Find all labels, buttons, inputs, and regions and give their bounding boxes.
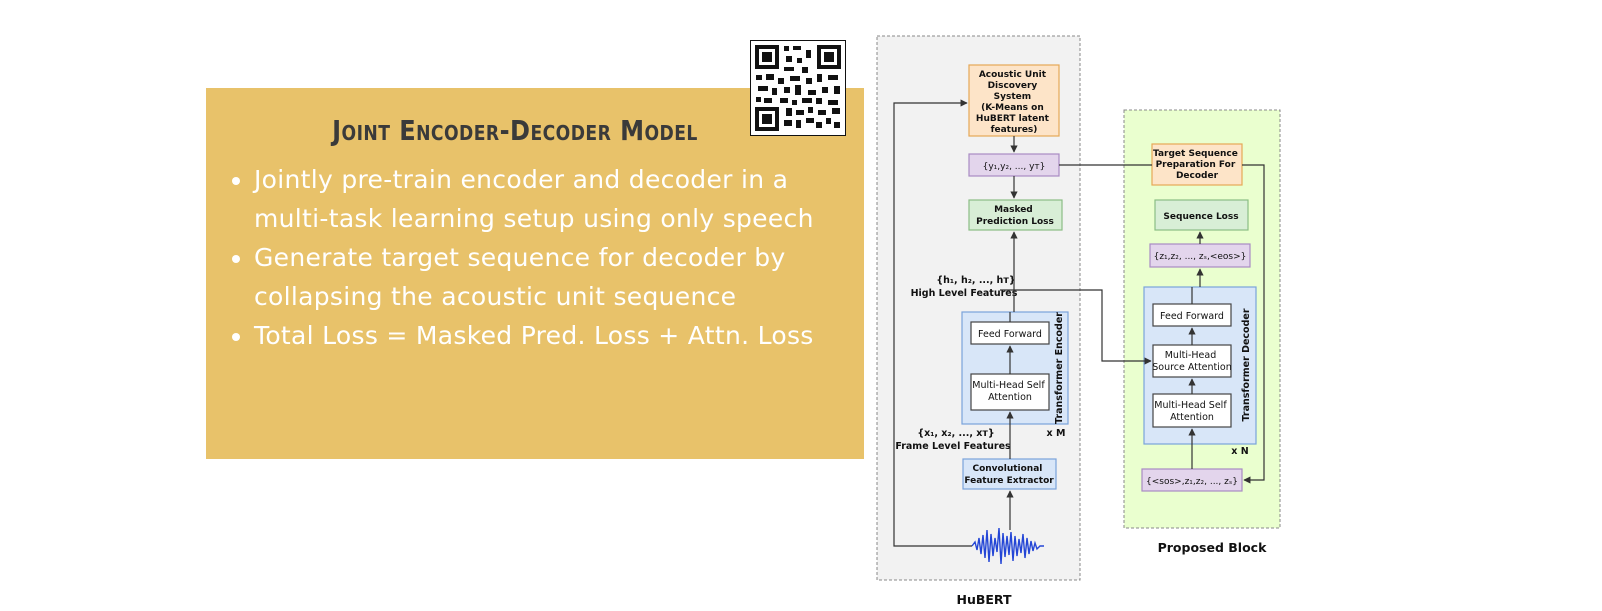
transformer-decoder-label: Transformer Decoder [1241, 308, 1252, 421]
mhsa-encoder-line: Multi-Head Self [972, 380, 1045, 391]
svg-text:Multi-Head Source Attentio: Multi-Head Source Attention [1152, 350, 1232, 373]
acoustic-unit-line: Acoustic Unit [979, 70, 1047, 80]
h-sequence-text: {h₁, h₂, ..., hᴛ} [936, 275, 1015, 286]
transformer-encoder-label: Transformer Encoder [1054, 312, 1065, 424]
frame-level-features-label: Frame Level Features [895, 441, 1011, 452]
x-n-label: x N [1231, 446, 1248, 457]
masked-loss-box [968, 199, 1063, 231]
source-attention-box [1152, 344, 1232, 378]
svg-text:Convolutional Feature Extr: Convolutional Feature Extractor [964, 464, 1054, 486]
mhsa-decoder-box [1152, 393, 1232, 428]
conv-extractor-line: Feature Extractor [964, 476, 1054, 486]
z-input-text: {<sos>,z₁,z₂, ..., zₛ} [1146, 477, 1238, 487]
mhsa-encoder-box [970, 373, 1050, 411]
acoustic-unit-line: System [994, 92, 1032, 102]
svg-text:Masked Prediction Loss: Masked Prediction Loss [976, 205, 1054, 227]
target-prep-line: Decoder [1176, 171, 1219, 181]
diagram-connectors [893, 99, 1265, 547]
target-prep-line: Target Sequence [1153, 149, 1238, 159]
feed-forward-encoder-text: Feed Forward [978, 329, 1042, 340]
mhsa-decoder-line: Attention [1170, 412, 1214, 423]
mhsa-decoder-line: Multi-Head Self [1154, 400, 1227, 411]
card-title: Joint Encoder-Decoder Model [332, 114, 698, 147]
waveform-to-acoustic-unit-arrow [893, 99, 972, 547]
acoustic-unit-line: Discovery [988, 81, 1038, 91]
y-sequence-text: {y₁,y₂, ..., yᴛ} [983, 162, 1046, 172]
h-features-to-source-attention-arrow [1000, 289, 1152, 365]
conv-extractor-box [962, 458, 1057, 490]
masked-loss-line: Prediction Loss [976, 217, 1054, 227]
conv-extractor-line: Convolutional [972, 464, 1042, 474]
acoustic-unit-line: HuBERT latent [976, 114, 1050, 124]
acoustic-unit-line: (K-Means on [981, 103, 1044, 113]
proposed-label: Proposed Block [1158, 540, 1267, 555]
sequence-loss-box [1154, 199, 1249, 231]
hubert-label: HuBERT [956, 592, 1011, 607]
qr-code-icon [750, 40, 846, 136]
svg-text:Multi-Head Self Attention: Multi-Head Self Attention [1154, 400, 1229, 423]
mhsa-encoder-line: Attention [988, 392, 1032, 403]
summary-card: Joint Encoder-Decoder Model Jointly pre-… [206, 88, 864, 459]
source-attention-line: Multi-Head [1165, 350, 1217, 361]
bullet-item: Total Loss = Masked Pred. Loss + Attn. L… [254, 316, 864, 355]
svg-text:Acoustic Unit Discovery: Acoustic Unit Discovery System (K-Means … [976, 70, 1052, 135]
sequence-loss-text: Sequence Loss [1163, 212, 1238, 222]
high-level-features-label: High Level Features [911, 288, 1018, 299]
feed-forward-decoder-text: Feed Forward [1160, 311, 1224, 322]
source-attention-line: Source Attention [1152, 362, 1232, 373]
x-sequence-text: {x₁, x₂, ..., xᴛ} [917, 428, 994, 439]
target-prep-to-decoder-input-arrow [1242, 164, 1265, 484]
bullet-item: Generate target sequence for decoder by … [254, 238, 864, 316]
z-output-text: {z₁,z₂, ..., zₛ,<eos>} [1154, 252, 1247, 262]
target-prep-box [1151, 143, 1243, 186]
x-m-label: x M [1047, 428, 1066, 439]
svg-text:Target Sequence Preparatio: Target Sequence Preparation For Decoder [1153, 149, 1241, 181]
svg-text:Multi-Head Self Attention: Multi-Head Self Attention [972, 380, 1047, 403]
masked-loss-line: Masked [994, 205, 1033, 215]
acoustic-unit-line: features) [991, 125, 1038, 135]
bullet-list: Jointly pre-train encoder and decoder in… [230, 160, 864, 355]
audio-waveform-icon [971, 527, 1044, 565]
bullet-item: Jointly pre-train encoder and decoder in… [254, 160, 864, 238]
target-prep-line: Preparation For [1156, 160, 1236, 170]
